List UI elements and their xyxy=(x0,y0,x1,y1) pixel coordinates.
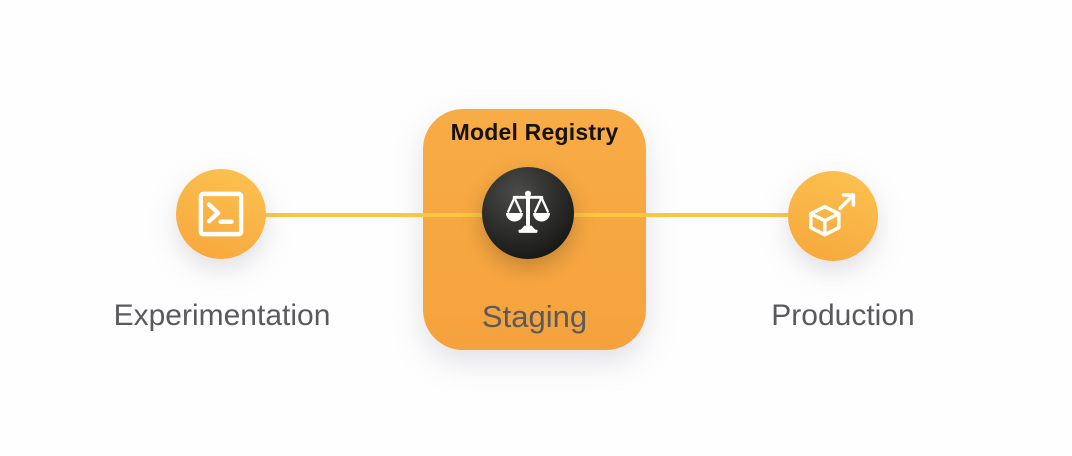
production-node xyxy=(788,171,878,261)
terminal-icon xyxy=(198,191,244,237)
experimentation-node xyxy=(176,169,266,259)
staging-node xyxy=(482,167,574,259)
model-registry-title: Model Registry xyxy=(450,119,619,145)
experimentation-label: Experimentation xyxy=(113,299,331,332)
production-label: Production xyxy=(771,299,915,332)
staging-label: Staging xyxy=(481,299,588,334)
cube-arrow-icon xyxy=(805,188,861,244)
balance-scale-icon xyxy=(501,186,555,240)
